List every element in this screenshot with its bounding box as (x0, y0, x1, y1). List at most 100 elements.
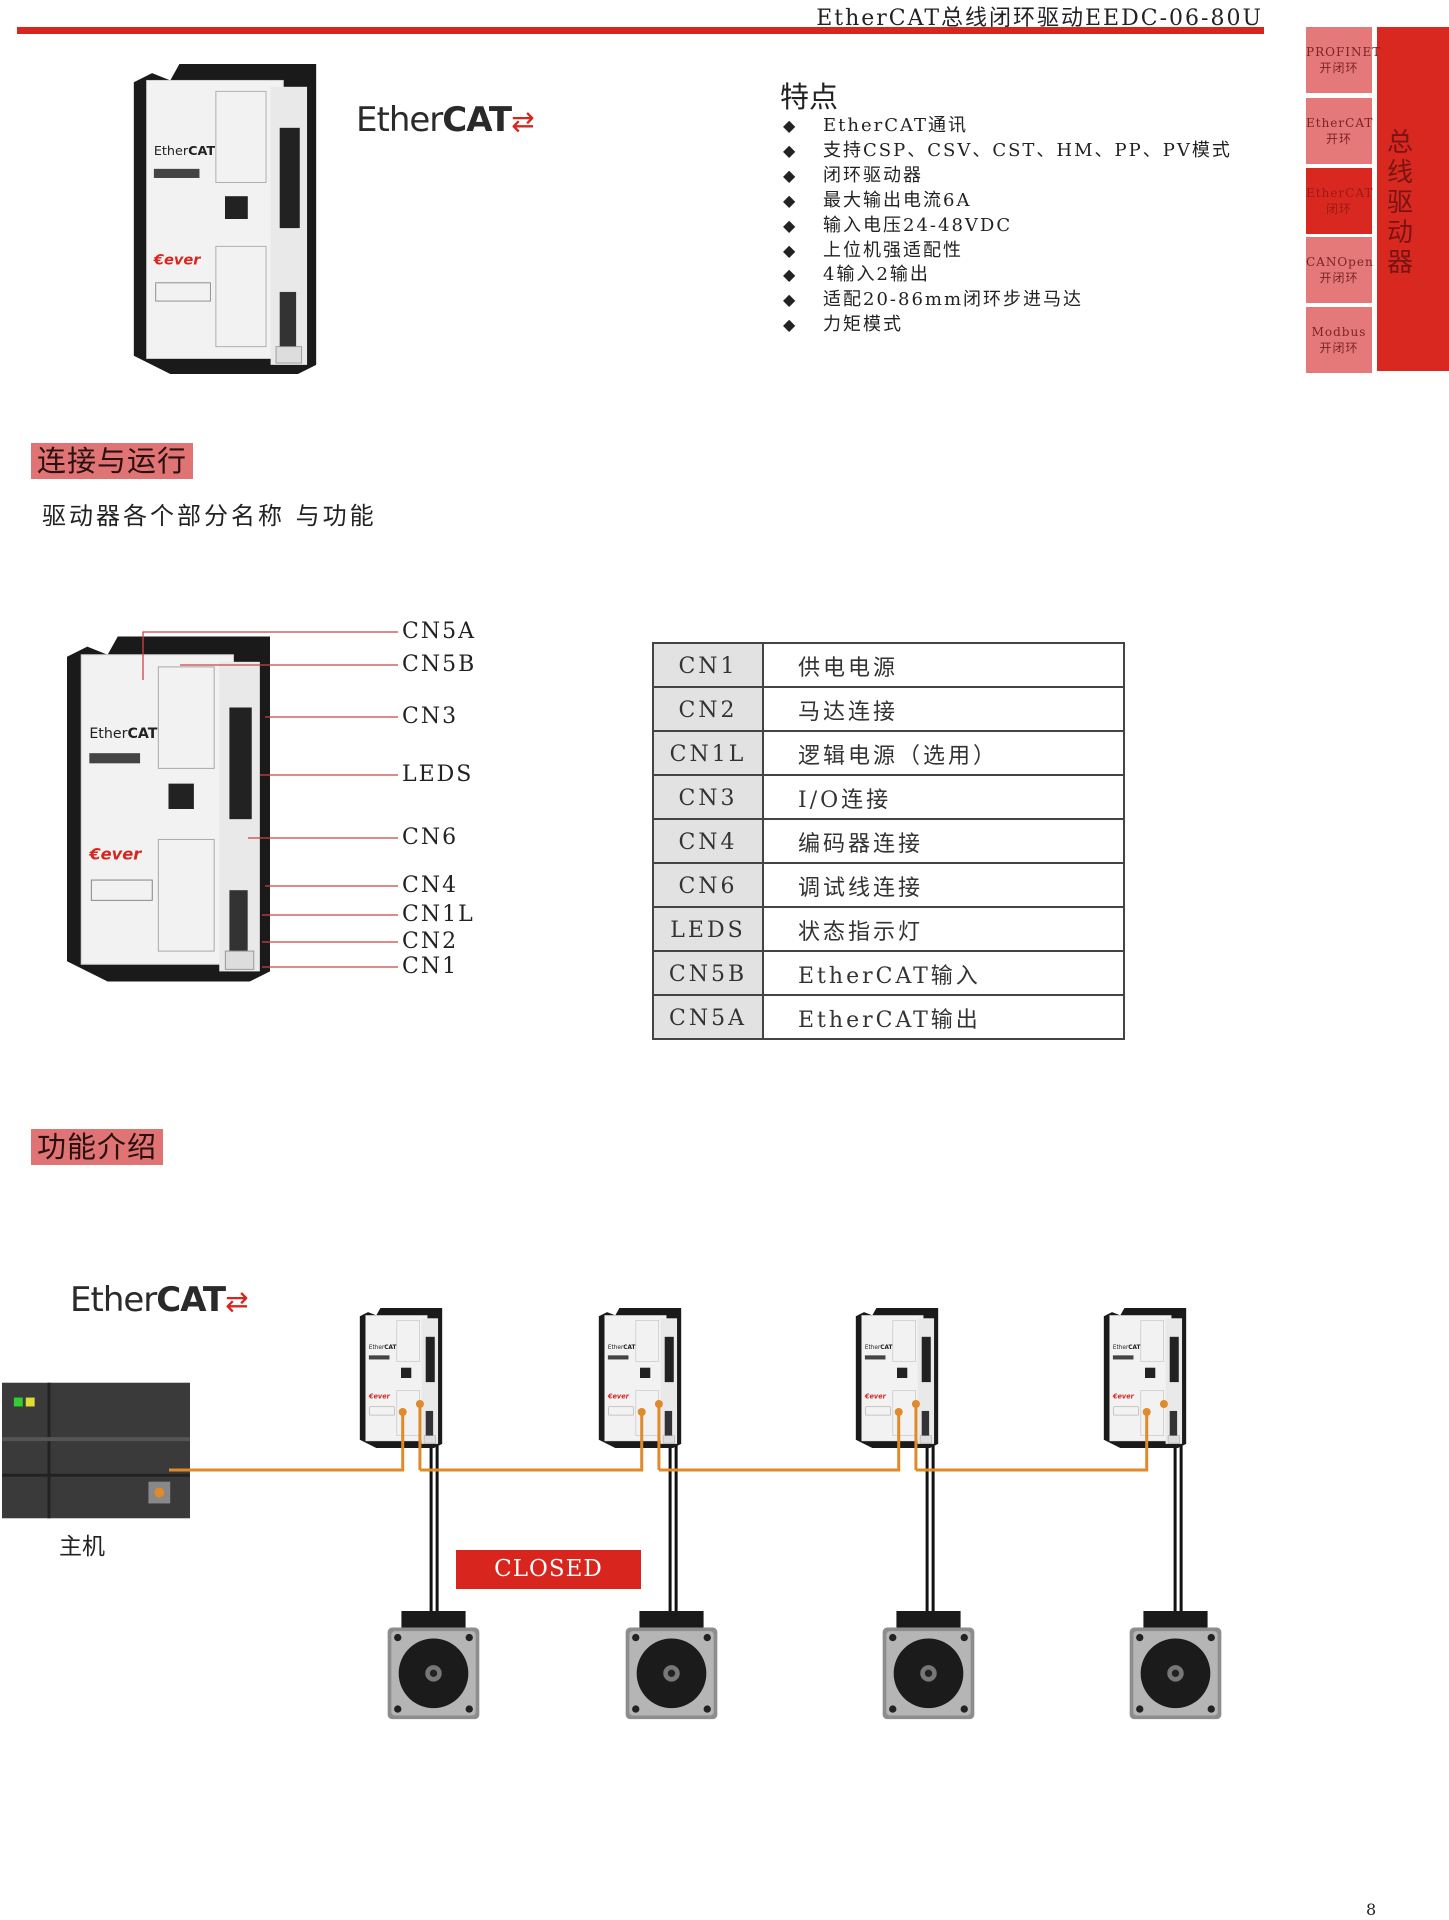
port-dot (398, 1408, 407, 1416)
port-dot (1142, 1408, 1151, 1416)
ethercat-cable (915, 1412, 1149, 1472)
logo-text: Ether (356, 100, 443, 140)
connector-name: CN5B (652, 950, 764, 996)
features-title: 特点 (780, 80, 839, 114)
diamond-bullet-icon: ◆ (783, 240, 798, 260)
connector-label: CN5B (402, 652, 477, 677)
diamond-bullet-icon: ◆ (783, 140, 798, 160)
port-dot (1159, 1400, 1168, 1408)
tab-line2: 开闭环 (1319, 61, 1359, 75)
driver-diagram-image (67, 635, 270, 983)
feature-item: ◆ 适配20-86mm闭环步进马达 (783, 285, 1083, 311)
tab-line1: EtherCAT (1306, 186, 1374, 200)
connector-function: 调试线连接 (762, 862, 1125, 908)
feature-text: EtherCAT通讯 (823, 115, 969, 136)
ethercat-cable (658, 1412, 901, 1472)
port-dot (911, 1400, 920, 1408)
connector-label: CN5A (402, 619, 476, 644)
connector-name: LEDS (652, 906, 764, 952)
connector-label: CN1 (402, 954, 459, 979)
feature-text: 适配20-86mm闭环步进马达 (823, 289, 1084, 311)
feature-item: ◆ EtherCAT通讯 (783, 111, 968, 137)
connector-name: CN3 (652, 774, 764, 820)
host-plc-image (2, 1382, 190, 1519)
connector-function: 马达连接 (762, 686, 1125, 732)
connector-name: CN4 (652, 818, 764, 864)
logo-text-bold: CAT (156, 1280, 226, 1320)
driver-unit (359, 1308, 443, 1448)
sidebar-tab-0[interactable]: PROFINET 开闭环 (1306, 27, 1382, 93)
diamond-bullet-icon: ◆ (783, 165, 798, 185)
document-title: EtherCAT总线闭环驱动EEDC-06-80U (816, 6, 1263, 31)
connector-name: CN2 (652, 686, 764, 732)
connector-label: LEDS (402, 762, 474, 787)
connector-function: EtherCAT输入 (762, 950, 1125, 996)
feature-item: ◆ 4输入2输出 (783, 260, 930, 286)
feature-text: 最大输出电流6A (823, 189, 972, 211)
logo-text-bold: CAT (442, 100, 512, 140)
sidebar-tab-1[interactable]: EtherCAT 开环 (1306, 98, 1372, 164)
arrow-icon: ⇄ (225, 1285, 248, 1318)
diamond-bullet-icon: ◆ (783, 315, 798, 335)
diamond-bullet-icon: ◆ (783, 190, 798, 210)
feature-item: ◆ 支持CSP、CSV、CST、HM、PP、PV模式 (783, 136, 1232, 162)
connector-function: EtherCAT输出 (762, 994, 1125, 1040)
title-rule (17, 27, 1264, 34)
tab-line1: CANOpen (1306, 255, 1374, 269)
section-function-title: 功能介绍 (31, 1129, 164, 1165)
page-number: 8 (1366, 1900, 1377, 1919)
connector-label: CN1L (402, 902, 475, 927)
port-dot (654, 1400, 663, 1408)
driver-unit (1103, 1308, 1187, 1448)
connector-label: CN4 (402, 873, 459, 898)
connector-label: CN6 (402, 825, 459, 850)
feature-text: 力矩模式 (823, 314, 903, 336)
section-subtitle: 驱动器各个部分名称 与功能 (42, 502, 377, 530)
port-dot (415, 1400, 424, 1408)
diamond-bullet-icon: ◆ (783, 215, 798, 235)
connector-function: 编码器连接 (762, 818, 1125, 864)
connector-name: CN1L (652, 730, 764, 776)
ethercat-logo: EtherCAT⇄ (356, 100, 535, 140)
diamond-bullet-icon: ◆ (783, 116, 798, 135)
category-banner (1377, 27, 1449, 371)
diamond-bullet-icon: ◆ (783, 290, 798, 310)
connector-label: CN2 (402, 929, 459, 954)
diamond-bullet-icon: ◆ (783, 265, 798, 285)
driver-unit (598, 1308, 682, 1448)
feature-item: ◆ 输入电压24-48VDC (783, 211, 1012, 237)
feature-item: ◆ 上位机强适配性 (783, 236, 963, 262)
section-connection-title: 连接与运行 (31, 443, 194, 479)
feature-text: 4输入2输出 (823, 264, 930, 286)
stepper-motor (625, 1611, 718, 1720)
feature-item: ◆ 最大输出电流6A (783, 186, 971, 212)
tab-line2: 开环 (1325, 132, 1352, 146)
ethercat-cable (169, 1412, 405, 1472)
stepper-motor (387, 1611, 480, 1720)
feature-text: 输入电压24-48VDC (823, 214, 1013, 236)
arrow-icon: ⇄ (511, 105, 534, 138)
tab-line1: EtherCAT (1306, 116, 1374, 130)
connector-label: CN3 (402, 704, 459, 729)
logo-text: Ether (70, 1280, 157, 1320)
driver-unit (855, 1308, 939, 1448)
tab-line1: PROFINET (1306, 45, 1382, 59)
feature-text: 支持CSP、CSV、CST、HM、PP、PV模式 (823, 139, 1232, 161)
feature-text: 上位机强适配性 (823, 239, 963, 261)
port-dot (637, 1408, 646, 1416)
connector-function: 状态指示灯 (762, 906, 1125, 952)
feature-item: ◆ 力矩模式 (783, 310, 903, 336)
connector-function: 逻辑电源（选用） (762, 730, 1125, 776)
stepper-motor (1129, 1611, 1222, 1720)
